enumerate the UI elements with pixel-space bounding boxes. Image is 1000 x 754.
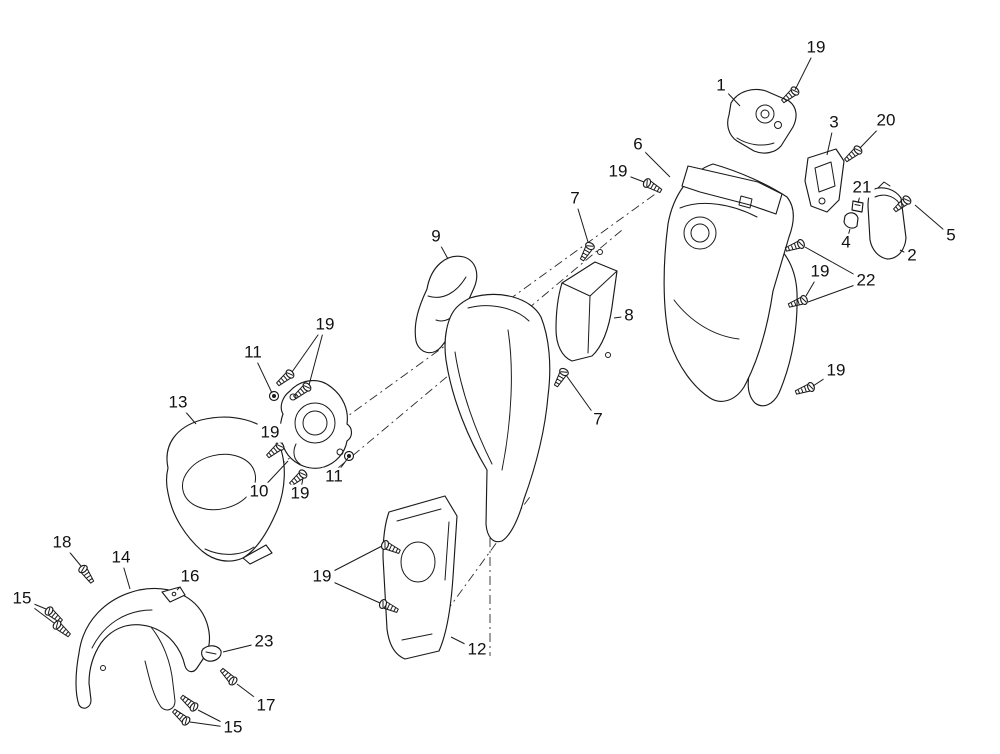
part-12-under-panel xyxy=(382,495,458,660)
callout-label-13: 13 xyxy=(165,393,191,413)
callout-label-19: 19 xyxy=(807,262,833,282)
callout-label-6: 6 xyxy=(630,135,646,155)
callout-label-12: 12 xyxy=(464,640,490,660)
callout-label-2: 2 xyxy=(904,246,920,266)
callout-label-14: 14 xyxy=(108,548,134,568)
callout-label-7: 7 xyxy=(590,410,606,430)
callout-label-5: 5 xyxy=(943,226,959,246)
part-21-clip xyxy=(851,200,864,213)
callout-label-4: 4 xyxy=(838,233,854,253)
part-6-inner-panel xyxy=(663,163,798,407)
callout-label-10: 10 xyxy=(246,482,272,502)
callout-label-17: 17 xyxy=(253,696,279,716)
callout-label-19: 19 xyxy=(605,162,631,182)
part-14-front-fender xyxy=(75,587,211,711)
part-leg-shield xyxy=(444,293,551,543)
callout-label-7: 7 xyxy=(567,189,583,209)
callout-label-23: 23 xyxy=(251,632,277,652)
callout-label-19: 19 xyxy=(309,567,335,587)
callout-label-1: 1 xyxy=(713,76,729,96)
part-13-front-cover xyxy=(165,416,285,565)
part-10-headlamp-housing xyxy=(279,380,353,469)
callout-label-19: 19 xyxy=(257,423,283,443)
part-16-bracket xyxy=(161,586,186,603)
callout-label-15: 15 xyxy=(220,718,246,738)
part-23-clip xyxy=(201,645,222,662)
callout-label-19: 19 xyxy=(287,484,313,504)
callout-label-18: 18 xyxy=(49,533,75,553)
callout-label-9: 9 xyxy=(428,227,444,247)
part-8-inner-box xyxy=(555,249,618,362)
callout-label-19: 19 xyxy=(823,361,849,381)
part-4-clip xyxy=(843,212,859,229)
callout-label-11: 11 xyxy=(241,343,265,363)
callout-label-20: 20 xyxy=(873,111,899,131)
part-1-top-cover xyxy=(727,88,797,154)
callout-label-22: 22 xyxy=(853,271,879,291)
callout-label-8: 8 xyxy=(621,306,637,326)
callout-label-15: 15 xyxy=(9,589,35,609)
callout-label-3: 3 xyxy=(826,113,842,133)
callout-label-16: 16 xyxy=(177,567,203,587)
callout-label-19: 19 xyxy=(803,38,829,58)
part-3-bracket-plate xyxy=(804,148,845,213)
callout-label-11: 11 xyxy=(322,467,346,487)
callout-label-21: 21 xyxy=(849,178,875,198)
callout-label-19: 19 xyxy=(312,315,338,335)
